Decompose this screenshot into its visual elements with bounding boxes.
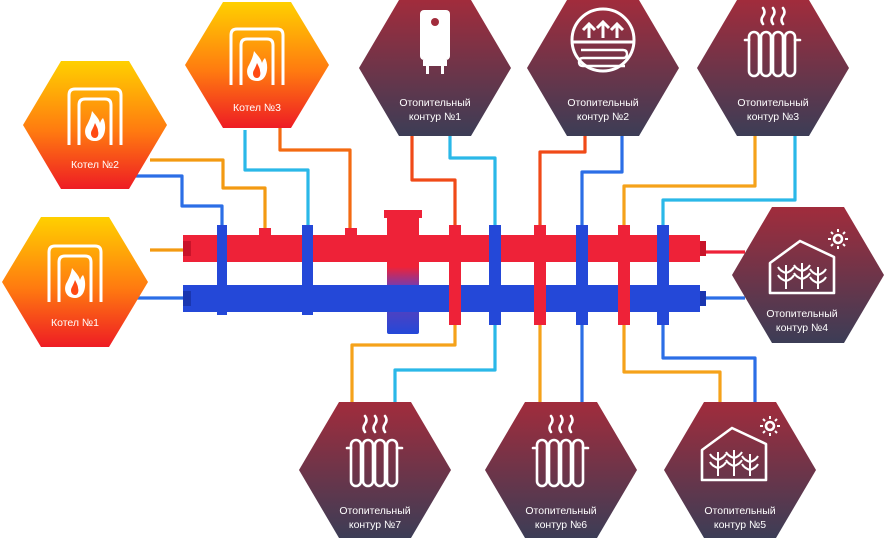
radiator-icon: [531, 414, 590, 488]
pipe-circuit-1-return: [448, 130, 497, 290]
cold-header: [183, 285, 700, 312]
circuit-1-label-line2: контур №1: [409, 111, 461, 123]
circuit-7-label-line1: Отопительный: [339, 505, 410, 517]
circuit-6-node[interactable]: Отопительный контур №6: [485, 402, 637, 538]
circuit-6-label-line1: Отопительный: [525, 505, 596, 517]
boiler-flame-icon: [67, 87, 123, 145]
radiator-icon: [345, 414, 404, 488]
water-heater-icon: [420, 10, 450, 74]
header-connectors: [217, 225, 669, 325]
hot-header-cap-left: [183, 241, 191, 256]
circuit-1-label-line1: Отопительный: [399, 97, 470, 109]
circuit-1-node[interactable]: Отопительный контур №1: [359, 0, 511, 136]
circuit-2-node[interactable]: Отопительный контур №2: [527, 0, 679, 136]
separator-top-cap: [384, 210, 422, 218]
circuit-3-node[interactable]: Отопительный контур №3: [697, 0, 849, 136]
pipe-boiler-3-return: [243, 130, 310, 290]
boiler-3-node[interactable]: Котел №3: [185, 2, 329, 128]
pipe-circuit-1-supply: [410, 135, 457, 240]
circuit-2-label-line2: контур №2: [577, 111, 629, 123]
hydraulic-separator: [387, 212, 419, 334]
boiler-1-label: Котел №1: [51, 317, 99, 329]
cold-header-cap-right: [700, 291, 706, 306]
circuit-7-node[interactable]: Отопительный контур №7: [299, 402, 451, 538]
hot-header-cap-right: [700, 241, 706, 256]
greenhouse-icon: [700, 416, 780, 482]
circuit-2-hexagon: [527, 0, 679, 136]
boiler-2-label: Котел №2: [71, 159, 119, 171]
boiler-2-node[interactable]: Котел №2: [23, 61, 167, 189]
pipe-circuit-5-return: [661, 300, 757, 410]
boiler-flame-icon: [47, 244, 103, 302]
cold-header-cap-left: [183, 291, 191, 306]
boiler-3-label: Котел №3: [233, 102, 281, 114]
connection-pipes: [135, 125, 797, 412]
circuit-4-node[interactable]: Отопительный контур №4: [732, 207, 884, 343]
circuit-1-hexagon: [359, 0, 511, 136]
pipe-circuit-3-supply: [622, 132, 757, 240]
circuit-2-label-line1: Отопительный: [567, 97, 638, 109]
hydraulic-manifold: [183, 210, 706, 334]
pipe-circuit-2-supply: [538, 132, 587, 240]
pipe-boiler-3-supply: [278, 125, 352, 240]
circuit-7-label-line2: контур №7: [349, 519, 401, 531]
circuit-6-label-line2: контур №6: [535, 519, 587, 531]
pipe-boiler-2-return: [135, 174, 224, 290]
underfloor-heating-icon: [570, 7, 636, 73]
circuit-4-label-line2: контур №4: [776, 322, 828, 334]
greenhouse-icon: [768, 229, 848, 295]
circuit-5-hexagon: [664, 402, 816, 538]
circuit-5-label-line2: контур №5: [714, 519, 766, 531]
boiler-flame-icon: [229, 27, 285, 85]
circuit-3-label-line1: Отопительный: [737, 97, 808, 109]
pipe-boiler-2-supply: [150, 158, 267, 240]
circuit-4-label-line1: Отопительный: [766, 308, 837, 320]
circuit-3-label-line2: контур №3: [747, 111, 799, 123]
circuit-5-node[interactable]: Отопительный контур №5: [664, 402, 816, 538]
pipe-circuit-7-return: [393, 300, 497, 412]
circuit-5-label-line1: Отопительный: [704, 505, 775, 517]
pipe-circuit-5-supply: [622, 300, 722, 410]
radiator-icon: [743, 6, 802, 78]
boiler-1-node[interactable]: Котел №1: [2, 217, 148, 347]
